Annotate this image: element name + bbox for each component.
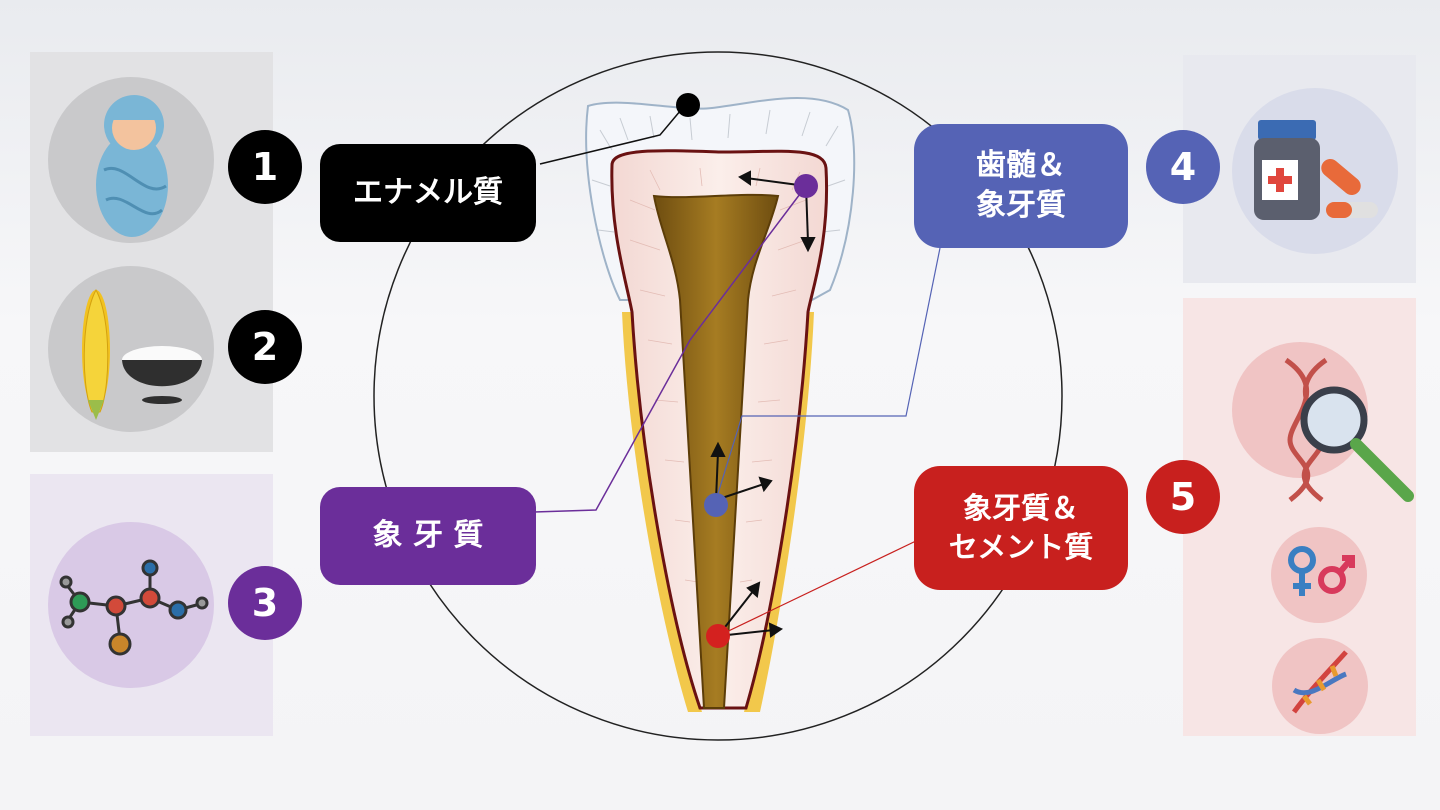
magnify-circle	[373, 51, 1063, 741]
pulp-dentin-label-line2: 象牙質	[976, 188, 1066, 223]
pulp-dentin-leader	[715, 247, 941, 501]
pulp-dentin-point	[704, 493, 728, 517]
number-badge-5: 5	[1146, 460, 1220, 534]
number-badge-1: 1	[228, 130, 302, 204]
corn-and-rice-bowl-icon	[82, 288, 202, 420]
dentin-cementum-label-line2: セメント質	[948, 530, 1094, 564]
dentin-cementum-leader	[717, 539, 919, 637]
enamel-label: エナメル質	[320, 144, 536, 242]
number-badge-2: 2	[228, 310, 302, 384]
dentin-cementum-label-line1: 象牙質＆	[962, 490, 1079, 525]
medicine-bottle-and-pills-icon	[1254, 120, 1378, 220]
dentin-leader	[533, 185, 807, 513]
dentin-label: 象 牙 質	[320, 487, 536, 585]
pulp-dentin-label-line1: 歯髄＆	[976, 147, 1066, 183]
dna-helix-icon	[1291, 650, 1348, 714]
swaddled-baby-icon	[96, 95, 168, 237]
dentin-cementum-label: 象牙質＆ セメント質	[914, 466, 1128, 590]
enamel-leader	[539, 103, 687, 165]
gender-symbols-icon	[1288, 546, 1355, 596]
molecule-icon	[59, 559, 209, 656]
number-badge-3: 3	[228, 566, 302, 640]
dentin-cementum-point	[706, 624, 730, 648]
dentin-point	[794, 174, 818, 198]
enamel-point	[676, 93, 700, 117]
number-badge-4: 4	[1146, 130, 1220, 204]
pulp-dentin-label: 歯髄＆ 象牙質	[914, 124, 1128, 248]
dna-magnifier-icon	[1284, 357, 1414, 502]
